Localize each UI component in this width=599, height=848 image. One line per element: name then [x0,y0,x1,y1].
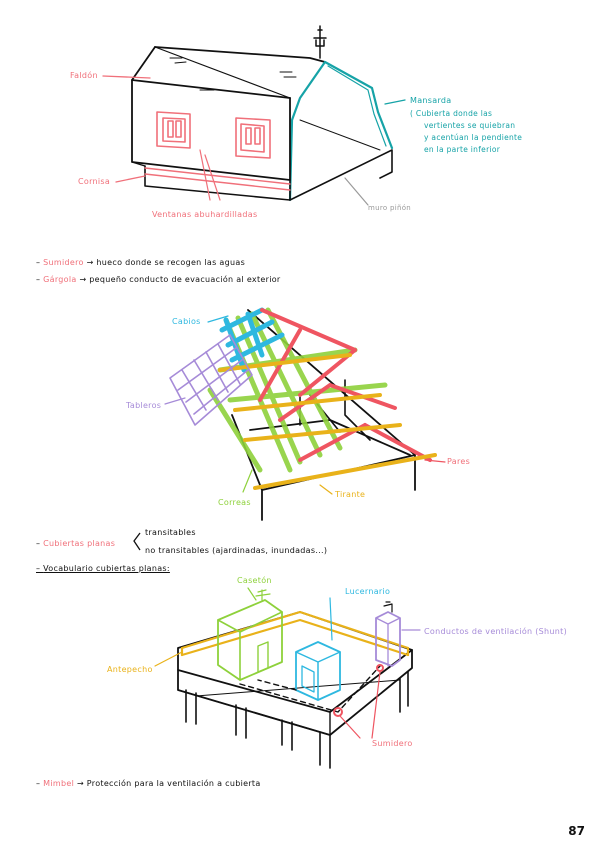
label-ventanas: Ventanas abuhardilladas [152,210,258,219]
label-lucernario: Lucernario [345,587,391,596]
flat-roof-vocab: – Vocabulario cubiertas planas: [36,564,170,573]
label-caseton: Casetón [237,576,272,585]
mansarda-desc-1: ( Cubierta donde las [410,109,493,118]
note-mimbel-def: → Protección para la ventilación a cubie… [76,779,261,788]
note-sumidero: – Sumidero → hueco donde se recogen las … [36,258,246,267]
label-tableros: Tableros [126,401,162,410]
mansarda-desc-4: en la parte inferior [424,145,501,154]
label-faldon: Faldón [70,71,98,80]
label-cabios: Cabios [172,317,201,326]
note-sumidero-def: → hueco donde se recogen las aguas [86,258,246,267]
mansarda-desc-2: vertientes se quiebran [424,121,516,130]
note-mimbel-term: Mimbel [43,779,75,788]
label-correas: Correas [218,498,251,507]
flat-roof-opt1: transitables [145,528,196,537]
note-gargola-def: → pequeño conducto de evacuación al exte… [79,275,281,284]
page-number: 87 [568,824,585,838]
flat-roof-vocab-text: Vocabulario cubiertas planas: [43,564,170,573]
label-muro: muro piñón [368,204,412,212]
note-sumidero-term: Sumidero [43,258,84,267]
label-conductos: Conductos de ventilación (Shunt) [424,627,567,636]
label-tirante: Tirante [335,490,366,499]
label-antepecho: Antepecho [107,665,153,674]
flat-roof-term-text: Cubiertas planas [43,539,116,548]
note-mimbel: – Mimbel → Protección para la ventilació… [36,779,261,788]
label-sumidero-building: Sumidero [372,739,413,748]
label-mansarda: Mansarda [410,96,452,105]
note-gargola: – Gárgola → pequeño conducto de evacuaci… [36,275,281,284]
flat-roof-term: – Cubiertas planas [36,539,116,548]
label-cornisa: Cornisa [78,177,111,186]
mansarda-desc-3: y acentúan la pendiente [424,133,523,142]
note-gargola-term: Gárgola [43,275,77,284]
label-pares: Pares [447,457,471,466]
flat-roof-opt2: no transitables (ajardinadas, inundadas.… [145,546,328,555]
